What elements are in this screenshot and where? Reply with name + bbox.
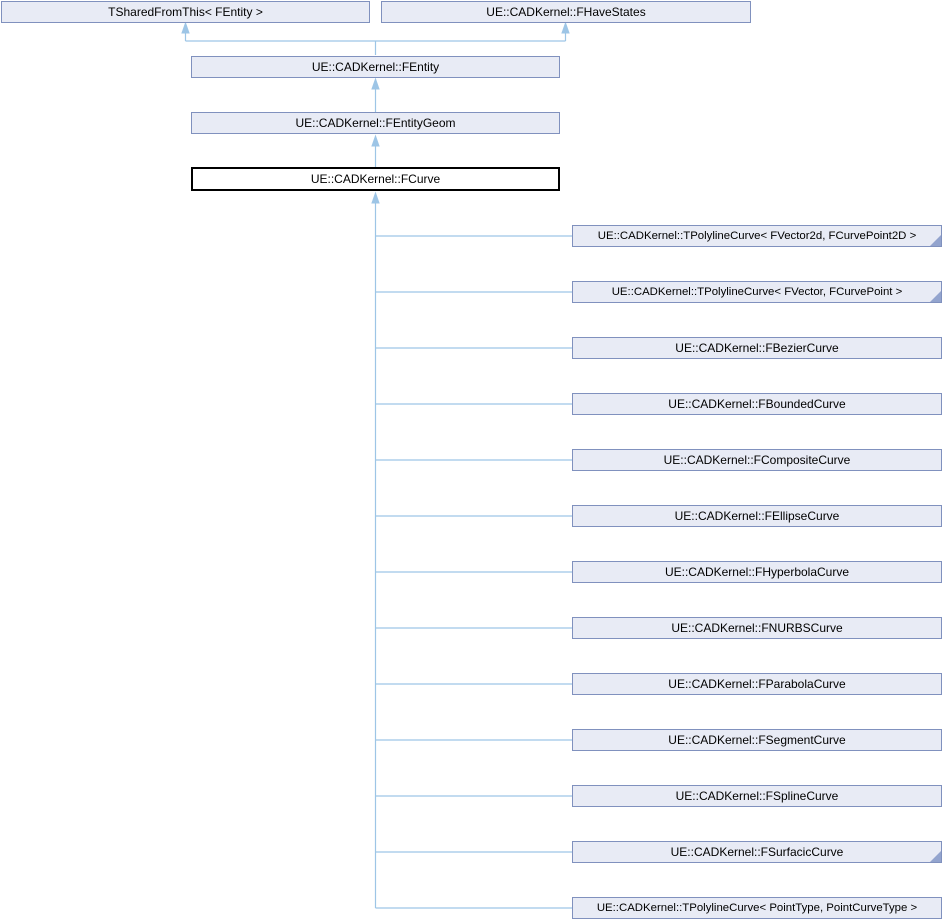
- arrow-up-icon: [561, 21, 570, 34]
- truncated-fold-icon: [930, 291, 941, 302]
- inheritance-arrowheads: [181, 21, 570, 204]
- node-tpolylinecurve-fvector2d[interactable]: UE::CADKernel::TPolylineCurve< FVector2d…: [572, 225, 942, 247]
- arrow-up-icon: [371, 77, 380, 90]
- node-fhyperbolacurve[interactable]: UE::CADKernel::FHyperbolaCurve: [572, 561, 942, 583]
- node-fbeziercurve[interactable]: UE::CADKernel::FBezierCurve: [572, 337, 942, 359]
- inheritance-edge-lines: [184, 33, 572, 909]
- node-label: UE::CADKernel::FSurfacicCurve: [670, 845, 844, 859]
- node-tpolylinecurve-pointtype[interactable]: UE::CADKernel::TPolylineCurve< PointType…: [572, 897, 942, 919]
- arrow-up-icon: [181, 21, 190, 34]
- node-fparabolacurve[interactable]: UE::CADKernel::FParabolaCurve: [572, 673, 942, 695]
- node-label: UE::CADKernel::TPolylineCurve< FVector2d…: [597, 230, 917, 242]
- arrow-up-icon: [371, 191, 380, 204]
- node-fsegmentcurve[interactable]: UE::CADKernel::FSegmentCurve: [572, 729, 942, 751]
- node-fsplinecurve[interactable]: UE::CADKernel::FSplineCurve: [572, 785, 942, 807]
- node-fcurve-current: UE::CADKernel::FCurve: [191, 167, 560, 191]
- node-tpolylinecurve-fvector[interactable]: UE::CADKernel::TPolylineCurve< FVector, …: [572, 281, 942, 303]
- arrow-up-icon: [371, 134, 380, 147]
- node-fcompositecurve[interactable]: UE::CADKernel::FCompositeCurve: [572, 449, 942, 471]
- node-label: UE::CADKernel::TPolylineCurve< FVector, …: [611, 286, 903, 298]
- node-fnurbscurve[interactable]: UE::CADKernel::FNURBSCurve: [572, 617, 942, 639]
- node-fsurfaciccurve[interactable]: UE::CADKernel::FSurfacicCurve: [572, 841, 942, 863]
- truncated-fold-icon: [930, 235, 941, 246]
- node-fhavestates[interactable]: UE::CADKernel::FHaveStates: [381, 1, 751, 23]
- node-fboundedcurve[interactable]: UE::CADKernel::FBoundedCurve: [572, 393, 942, 415]
- node-fentitygeom[interactable]: UE::CADKernel::FEntityGeom: [191, 112, 560, 134]
- node-fellipsecurve[interactable]: UE::CADKernel::FEllipseCurve: [572, 505, 942, 527]
- node-fentity[interactable]: UE::CADKernel::FEntity: [191, 56, 560, 78]
- node-tsharedfromthis[interactable]: TSharedFromThis< FEntity >: [1, 1, 370, 23]
- truncated-fold-icon: [930, 851, 941, 862]
